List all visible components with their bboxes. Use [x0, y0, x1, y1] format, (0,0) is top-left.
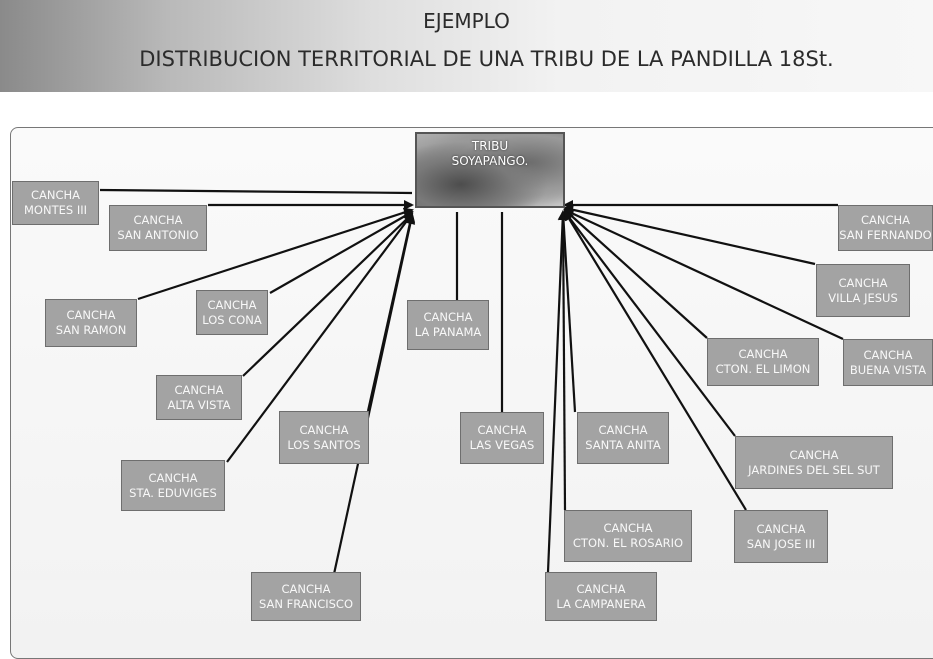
node-line1: CANCHA	[423, 310, 473, 324]
node-line2: VILLA JESUS	[828, 290, 898, 305]
node-villa-jesus: CANCHA VILLA JESUS	[816, 264, 910, 317]
node-cton-el-rosario: CANCHA CTON. EL ROSARIO	[564, 510, 692, 562]
link-jardines-del-sel-sut	[563, 210, 736, 437]
link-san-ramon	[137, 207, 414, 301]
node-line1: CANCHA	[477, 423, 527, 437]
node-los-cona: CANCHA LOS CONA	[196, 290, 268, 335]
node-las-vegas: CANCHA LAS VEGAS	[460, 412, 544, 464]
node-sta-eduviges: CANCHA STA. EDUVIGES	[121, 460, 225, 511]
node-buena-vista: CANCHA BUENA VISTA	[843, 339, 933, 386]
node-san-jose-iii: CANCHA SAN JOSE III	[734, 510, 828, 563]
soyapango-label: SOYAPANGO.	[451, 154, 529, 168]
node-san-francisco: CANCHA SAN FRANCISCO	[251, 572, 361, 621]
node-san-antonio: CANCHA SAN ANTONIO	[109, 205, 207, 251]
node-line1: CANCHA	[838, 275, 888, 290]
node-line1: CANCHA	[148, 470, 198, 485]
link-villa-jesus	[563, 204, 816, 266]
node-line2: SAN ANTONIO	[117, 228, 199, 242]
link-la-campanera	[546, 210, 568, 573]
node-line2: SAN RAMON	[55, 323, 127, 337]
node-montes-iii: CANCHA MONTES III	[12, 181, 99, 225]
link-cton-el-rosario	[561, 211, 567, 511]
node-line2: LA PANAMA	[414, 325, 482, 339]
node-line1: CANCHA	[756, 521, 806, 536]
node-line1: CANCHA	[576, 581, 626, 596]
node-line2: MONTES III	[24, 203, 87, 217]
node-la-campanera: CANCHA LA CAMPANERA	[545, 572, 657, 621]
link-sta-eduviges	[226, 212, 414, 463]
node-line1: CANCHA	[603, 521, 653, 535]
node-line1: CANCHA	[860, 213, 911, 227]
node-line1: CANCHA	[66, 308, 116, 322]
tribu-label: TRIBU	[471, 139, 509, 153]
node-line2: CTON. EL ROSARIO	[572, 536, 684, 550]
node-line2: ALTA VISTA	[167, 397, 231, 412]
node-line2: BUENA VISTA	[849, 362, 927, 377]
header-separator-band	[0, 92, 933, 118]
node-line2: JARDINES DEL SEL SUT	[748, 462, 880, 477]
node-san-ramon: CANCHA SAN RAMON	[45, 299, 137, 347]
node-line1: CANCHA	[207, 297, 257, 312]
link-san-jose-iii	[563, 210, 747, 511]
node-line1: CANCHA	[174, 382, 224, 397]
link-alta-vista	[242, 212, 414, 377]
node-line2: SANTA ANITA	[585, 438, 661, 452]
link-san-francisco	[332, 214, 416, 575]
node-line2: LOS SANTOS	[287, 437, 361, 452]
node-line2: SAN FERNANDO	[839, 228, 932, 242]
node-line2: CTON. EL LIMON	[715, 362, 811, 376]
node-line1: CANCHA	[863, 347, 913, 362]
node-cton-el-limon: CANCHA CTON. EL LIMON	[707, 338, 819, 386]
link-montes-iii	[99, 188, 413, 195]
node-san-fernando: CANCHA SAN FERNANDO	[838, 205, 933, 251]
node-line1: CANCHA	[281, 581, 331, 596]
node-la-panama: CANCHA LA PANAMA	[407, 300, 489, 350]
slide-subtitle: DISTRIBUCION TERRITORIAL DE UNA TRIBU DE…	[139, 47, 834, 71]
link-santa-anita	[558, 210, 577, 413]
node-line1: CANCHA	[789, 447, 839, 462]
node-line1: CANCHA	[738, 347, 788, 361]
node-line1: CANCHA	[299, 422, 349, 437]
node-santa-anita: CANCHA SANTA ANITA	[577, 412, 669, 464]
node-line2: SAN FRANCISCO	[258, 596, 354, 611]
node-jardines-del-sel-sut: CANCHA JARDINES DEL SEL SUT	[735, 436, 893, 489]
node-alta-vista: CANCHA ALTA VISTA	[156, 375, 242, 420]
node-line2: LA CAMPANERA	[556, 596, 646, 611]
node-line2: SAN JOSE III	[746, 536, 816, 551]
slide-header: EJEMPLO DISTRIBUCION TERRITORIAL DE UNA …	[0, 0, 933, 92]
node-los-santos: CANCHA LOS SANTOS	[279, 411, 369, 464]
node-line1: CANCHA	[133, 213, 183, 227]
link-cton-el-limon	[563, 208, 708, 339]
node-line2: STA. EDUVIGES	[129, 485, 217, 500]
link-buena-vista	[563, 208, 844, 340]
node-line2: LOS CONA	[202, 312, 262, 327]
node-line1: CANCHA	[30, 188, 81, 202]
tribu-soyapango-node: TRIBU SOYAPANGO.	[415, 132, 565, 208]
link-los-cona	[269, 211, 414, 294]
node-line2: LAS VEGAS	[469, 438, 535, 452]
slide-title: EJEMPLO	[423, 9, 510, 33]
node-line1: CANCHA	[598, 423, 648, 437]
